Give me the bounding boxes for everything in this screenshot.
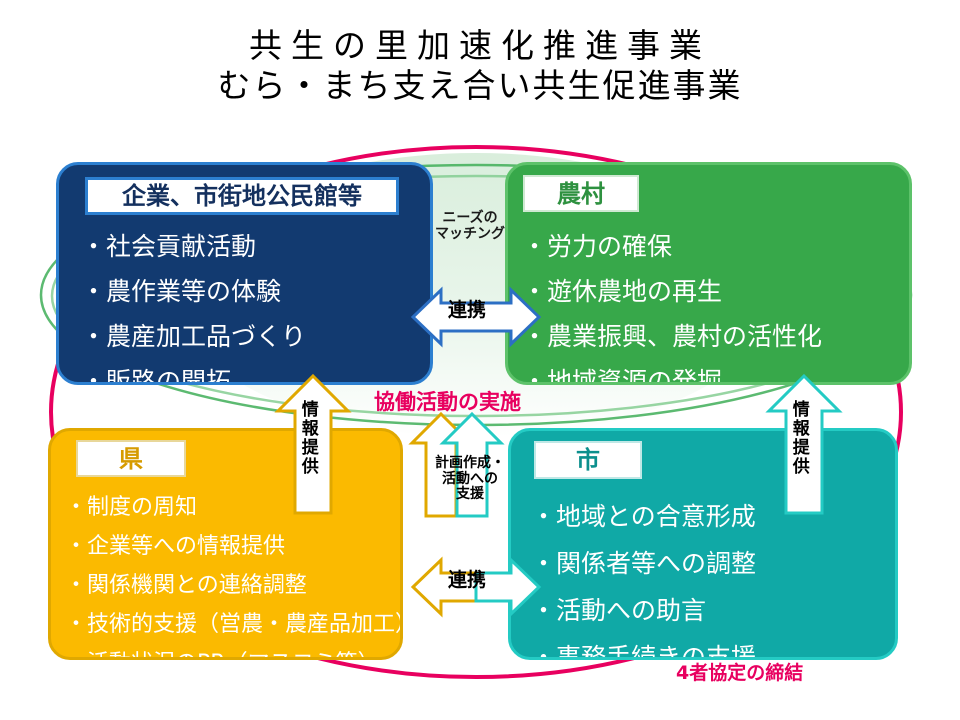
box-village-header: 農村 [523, 175, 639, 212]
box-company[interactable]: 企業、市街地公民館等 社会貢献活動 農作業等の体験 農産加工品づくり 販路の開拓 [56, 162, 433, 385]
renkei-bottom-double-arrow-teal-icon [474, 556, 542, 618]
collaboration-caption: 協働活動の実施 [374, 390, 521, 414]
list-item: 地域との合意形成 [531, 497, 756, 533]
title-line-1: 共生の里加速化推進事業 [249, 26, 711, 65]
renkei-bottom-double-arrow-orange-icon [410, 556, 478, 618]
list-item: 遊休農地の再生 [522, 272, 822, 308]
info-right-up-arrow-icon [765, 373, 843, 515]
box-prefecture-header: 県 [76, 440, 186, 477]
box-company-list: 社会貢献活動 農作業等の体験 農産加工品づくり 販路の開拓 [81, 227, 306, 382]
box-prefecture[interactable]: 県 制度の周知 企業等への情報提供 関係機関との連絡調整 技術的支援（営農・農産… [48, 428, 403, 660]
box-city-list: 地域との合意形成 関係者等への調整 活動への助言 事務手続きの支援 [531, 497, 756, 657]
title-line-2: むら・まち支え合い共生促進事業 [217, 66, 743, 106]
renkei-top-double-arrow-icon [410, 286, 542, 348]
magenta-ellipse-outline [49, 145, 903, 679]
info-left-label: 情報提供 [297, 400, 318, 476]
box-prefecture-list: 制度の周知 企業等への情報提供 関係機関との連絡調整 技術的支援（営農・農産品加… [65, 489, 400, 657]
info-right-label: 情報提供 [788, 400, 809, 476]
plan-support-up-arrow-teal-icon [439, 411, 505, 518]
list-item: 販路の開拓 [81, 362, 306, 382]
list-item: 農作業等の体験 [81, 272, 306, 308]
info-left-up-arrow-icon [274, 373, 352, 515]
box-village[interactable]: 農村 労力の確保 遊休農地の再生 農業振興、農村の活性化 地域資源の発掘 [505, 162, 912, 385]
box-city[interactable]: 市 地域との合意形成 関係者等への調整 活動への助言 事務手続きの支援 [508, 428, 898, 660]
list-item: 地域資源の発掘 [522, 362, 822, 382]
list-item: 制度の周知 [65, 489, 400, 521]
list-item: 事務手続きの支援 [531, 638, 756, 657]
list-item: 活動への助言 [531, 591, 756, 627]
agreement-caption: 4者協定の締結 [676, 662, 804, 684]
box-company-header: 企業、市街地公民館等 [85, 177, 399, 215]
list-item: 関係者等への調整 [531, 544, 756, 580]
page-title: 共生の里加速化推進事業 むら・まち支え合い共生促進事業 [0, 26, 960, 107]
list-item: 技術的支援（営農・農産品加工） [65, 606, 400, 638]
list-item: 農業振興、農村の活性化 [522, 317, 822, 353]
list-item: 労力の確保 [522, 227, 822, 263]
box-village-list: 労力の確保 遊休農地の再生 農業振興、農村の活性化 地域資源の発掘 [522, 227, 822, 382]
list-item: 関係機関との連絡調整 [65, 567, 400, 599]
list-item: 企業等への情報提供 [65, 528, 400, 560]
list-item: 活動状況のPR（マスコミ等） [65, 645, 400, 657]
box-city-header: 市 [534, 441, 642, 479]
list-item: 社会貢献活動 [81, 227, 306, 263]
list-item: 農産加工品づくり [81, 317, 306, 353]
